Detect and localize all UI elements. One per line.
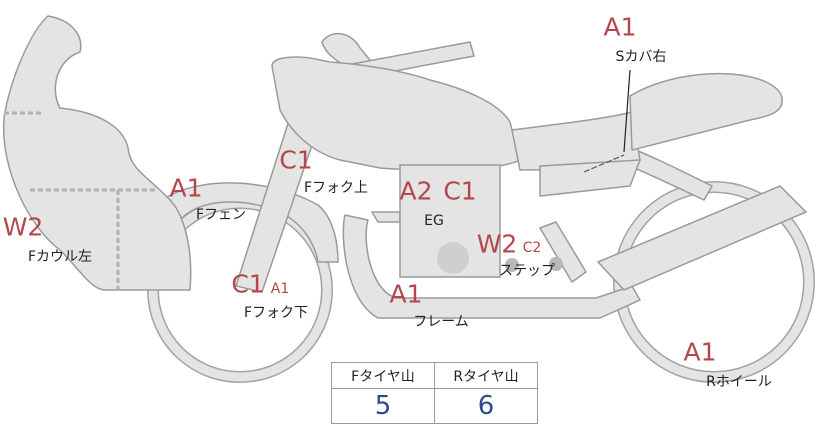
label-f-cowl-left: Fカウル左 xyxy=(27,249,93,265)
label-frame: フレーム xyxy=(413,314,469,330)
grade-step-sub: C2 xyxy=(522,240,542,256)
grade-f-fork-upper: C1 xyxy=(279,145,313,175)
grade-step: W2 xyxy=(476,229,518,259)
front-tread-header: Fタイヤ山 xyxy=(331,362,435,389)
label-f-fork-lower: Fフォク下 xyxy=(243,305,309,321)
label-r-wheel: Rホイール xyxy=(706,374,772,390)
tire-tread-value-row: 5 6 xyxy=(331,388,538,424)
rear-tread-header: Rタイヤ山 xyxy=(434,362,538,389)
seat xyxy=(511,72,783,197)
seat-detail-line xyxy=(583,154,625,173)
tank-shape xyxy=(271,56,521,171)
grade-frame: A1 xyxy=(389,279,423,309)
grade-f-fork-lower-sub: A1 xyxy=(270,281,290,297)
grade-f-fender: A1 xyxy=(169,173,203,203)
front-tread-value: 5 xyxy=(331,388,435,424)
grade-r-wheel: A1 xyxy=(683,337,717,367)
label-f-fork-upper: Fフォク上 xyxy=(303,180,369,196)
tire-tread-header-row: Fタイヤ山 Rタイヤ山 xyxy=(331,362,538,389)
grade-eg-2: C1 xyxy=(443,176,477,206)
grade-f-fork-lower: C1 xyxy=(231,269,265,299)
tire-tread-table: Fタイヤ山 Rタイヤ山 5 6 xyxy=(331,362,538,424)
engine xyxy=(399,164,563,278)
s-cover-leader-line xyxy=(623,69,631,153)
label-step: ステップ xyxy=(499,263,555,279)
front-fender-shape xyxy=(160,182,339,263)
grade-f-cowl-left: W2 xyxy=(2,212,44,242)
rear-tread-value: 6 xyxy=(434,388,538,424)
label-s-cover-right: Sカバ右 xyxy=(615,49,667,65)
cowl-panel-lines xyxy=(4,111,156,290)
grade-eg-1: A2 xyxy=(399,176,433,206)
front-cowl-shape xyxy=(2,15,192,291)
swingarm-shape xyxy=(596,185,808,291)
grade-s-cover-right: A1 xyxy=(603,12,637,42)
label-eg: EG xyxy=(424,213,444,229)
label-f-fender: Fフェン xyxy=(195,207,247,223)
